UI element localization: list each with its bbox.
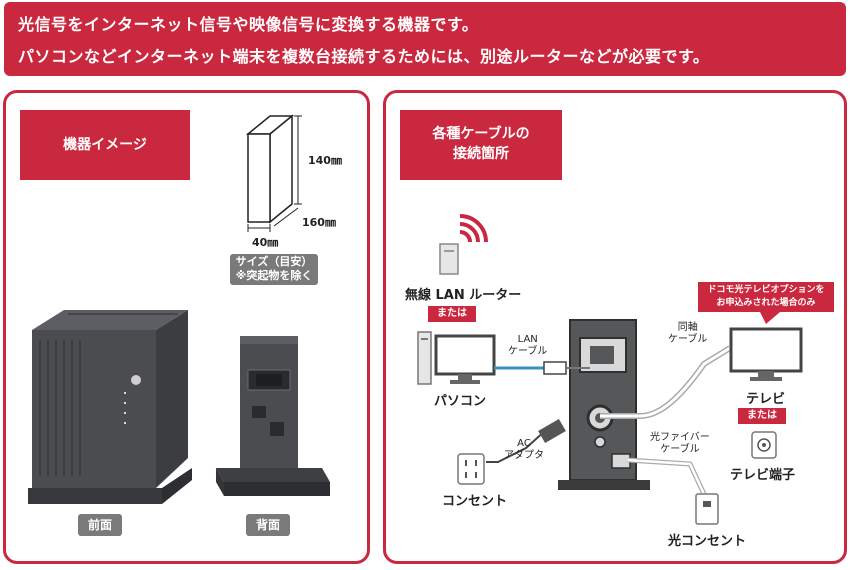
size-note: サイズ（目安） ※突起物を除く — [230, 254, 318, 285]
ac-line-2: アダプタ — [504, 450, 544, 461]
callout-pointer — [760, 312, 780, 324]
tv-option-callout: ドコモ光テレビオプションを お申込みされた場合のみ — [698, 282, 834, 312]
device-image-panel — [3, 90, 370, 564]
lan-cable-label: LAN ケーブル — [508, 334, 547, 358]
fiber-line-1: 光ファイバー — [650, 432, 710, 443]
cable-connection-panel — [383, 90, 847, 564]
ac-line-1: AC — [517, 438, 531, 449]
tv-label: テレビ — [746, 392, 786, 407]
optical-outlet-icon — [695, 493, 719, 525]
cable-connection-title: 各種ケーブルの 接続箇所 — [400, 110, 562, 180]
size-note-line-2: ※突起物を除く — [235, 269, 313, 282]
tv-terminal-icon — [751, 431, 777, 459]
cable-title-line-2: 接続箇所 — [453, 146, 509, 162]
back-label: 背面 — [246, 514, 290, 536]
pc-icon — [417, 331, 496, 385]
router-label: 無線 LAN ルーター — [405, 288, 522, 303]
coax-line-1: 同軸 — [677, 322, 698, 333]
coax-cable-label: 同軸 ケーブル — [668, 322, 707, 346]
ac-adapter-label: AC アダプタ — [504, 438, 544, 462]
lan-cable-line-2: ケーブル — [508, 346, 548, 357]
dimension-depth: 160㎜ — [302, 216, 336, 229]
dimension-height: 140㎜ — [308, 154, 342, 167]
outlet-label: コンセント — [442, 494, 508, 509]
device-image-title: 機器イメージ — [20, 110, 190, 180]
tv-terminal-label: テレビ端子 — [730, 468, 796, 483]
tv-option-line-1: ドコモ光テレビオプションを — [707, 285, 825, 295]
size-note-line-1: サイズ（目安） — [235, 255, 313, 268]
tv-option-line-2: お申込みされた場合のみ — [716, 298, 816, 308]
dimension-width: 40㎜ — [252, 236, 279, 249]
device-back-image — [216, 336, 330, 496]
fiber-cable-label: 光ファイバー ケーブル — [650, 432, 710, 456]
optical-outlet-label: 光コンセント — [668, 534, 747, 549]
tv-icon — [729, 327, 803, 381]
front-label: 前面 — [78, 514, 122, 536]
size-box-diagram — [245, 114, 302, 232]
banner-line-2: パソコンなどインターネット端末を複数台接続するためには、別途ルーターなどが必要で… — [18, 47, 710, 66]
banner-line-1: 光信号をインターネット信号や映像信号に変換する機器です。 — [18, 15, 479, 34]
top-banner: 光信号をインターネット信号や映像信号に変換する機器です。 パソコンなどインターネ… — [4, 2, 846, 76]
fiber-line-2: ケーブル — [660, 444, 700, 455]
router-wifi-icon — [439, 214, 488, 275]
device-front-image — [28, 310, 192, 504]
power-outlet-icon — [457, 453, 485, 485]
or-badge-1: または — [428, 306, 476, 322]
or-badge-2: または — [738, 408, 786, 424]
cable-title-line-1: 各種ケーブルの — [432, 126, 530, 142]
coax-line-2: ケーブル — [668, 334, 708, 345]
pc-label: パソコン — [434, 394, 487, 409]
lan-cable-line-1: LAN — [517, 334, 538, 345]
